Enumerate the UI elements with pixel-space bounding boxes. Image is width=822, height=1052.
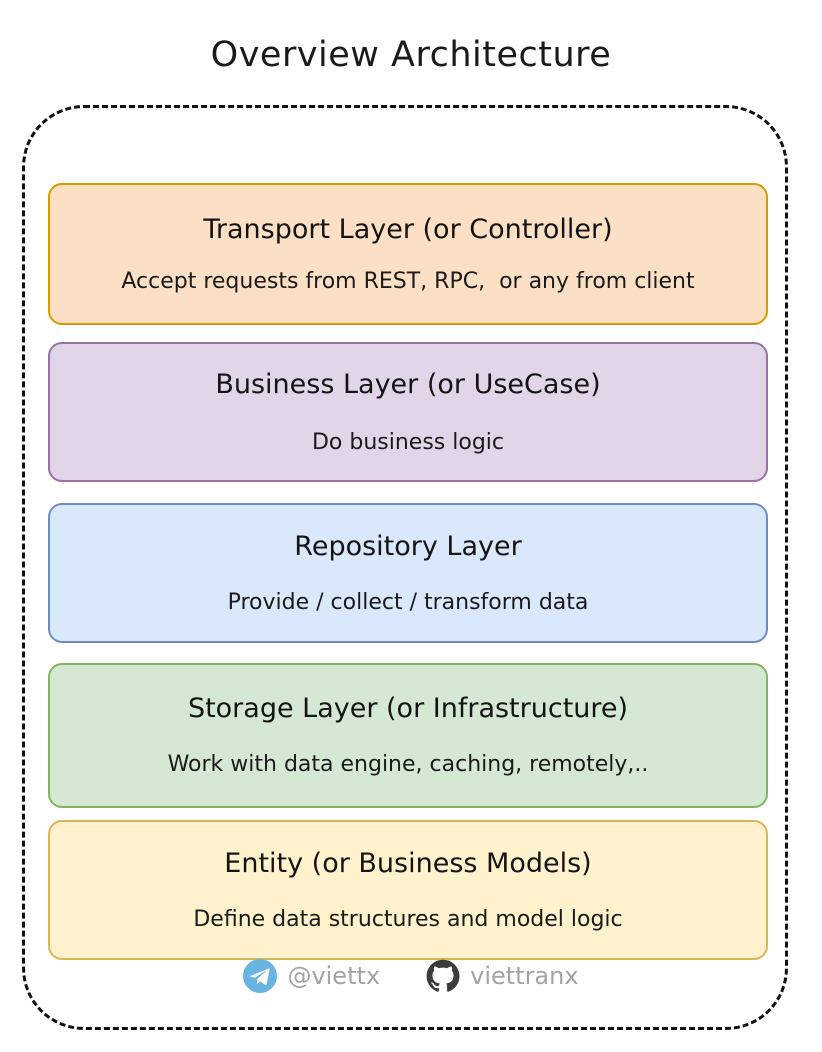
credit-github[interactable]: viettranx — [426, 959, 579, 993]
layer-stack: Transport Layer (or Controller) Accept r… — [48, 183, 768, 960]
footer-credits: @viettx viettranx — [0, 959, 822, 993]
layer-box-storage[interactable]: Storage Layer (or Infrastructure) Work w… — [48, 663, 768, 808]
credit-label: @viettx — [287, 962, 381, 990]
layer-box-business[interactable]: Business Layer (or UseCase) Do business … — [48, 342, 768, 482]
layer-box-transport[interactable]: Transport Layer (or Controller) Accept r… — [48, 183, 768, 325]
layer-title: Repository Layer — [294, 530, 522, 562]
layer-subtitle: Work with data engine, caching, remotely… — [167, 752, 649, 777]
layer-subtitle: Provide / collect / transform data — [227, 589, 589, 615]
credit-telegram[interactable]: @viettx — [243, 959, 380, 993]
layer-subtitle: Accept requests from REST, RPC, or any f… — [121, 268, 695, 294]
layer-title: Entity (or Business Models) — [224, 847, 592, 879]
telegram-icon — [243, 959, 278, 993]
layer-box-entity[interactable]: Entity (or Business Models) Define data … — [48, 820, 768, 960]
github-icon — [426, 959, 460, 993]
layer-box-repository[interactable]: Repository Layer Provide / collect / tra… — [48, 503, 768, 643]
page-title: Overview Architecture — [210, 35, 612, 75]
layer-title: Business Layer (or UseCase) — [215, 368, 601, 400]
layer-title: Storage Layer (or Infrastructure) — [187, 693, 629, 724]
layer-subtitle: Define data structures and model logic — [193, 906, 623, 932]
layer-subtitle: Do business logic — [311, 429, 505, 455]
dashed-boundary-frame — [22, 105, 788, 1030]
credit-label: viettranx — [470, 962, 579, 990]
layer-title: Transport Layer (or Controller) — [203, 213, 613, 245]
